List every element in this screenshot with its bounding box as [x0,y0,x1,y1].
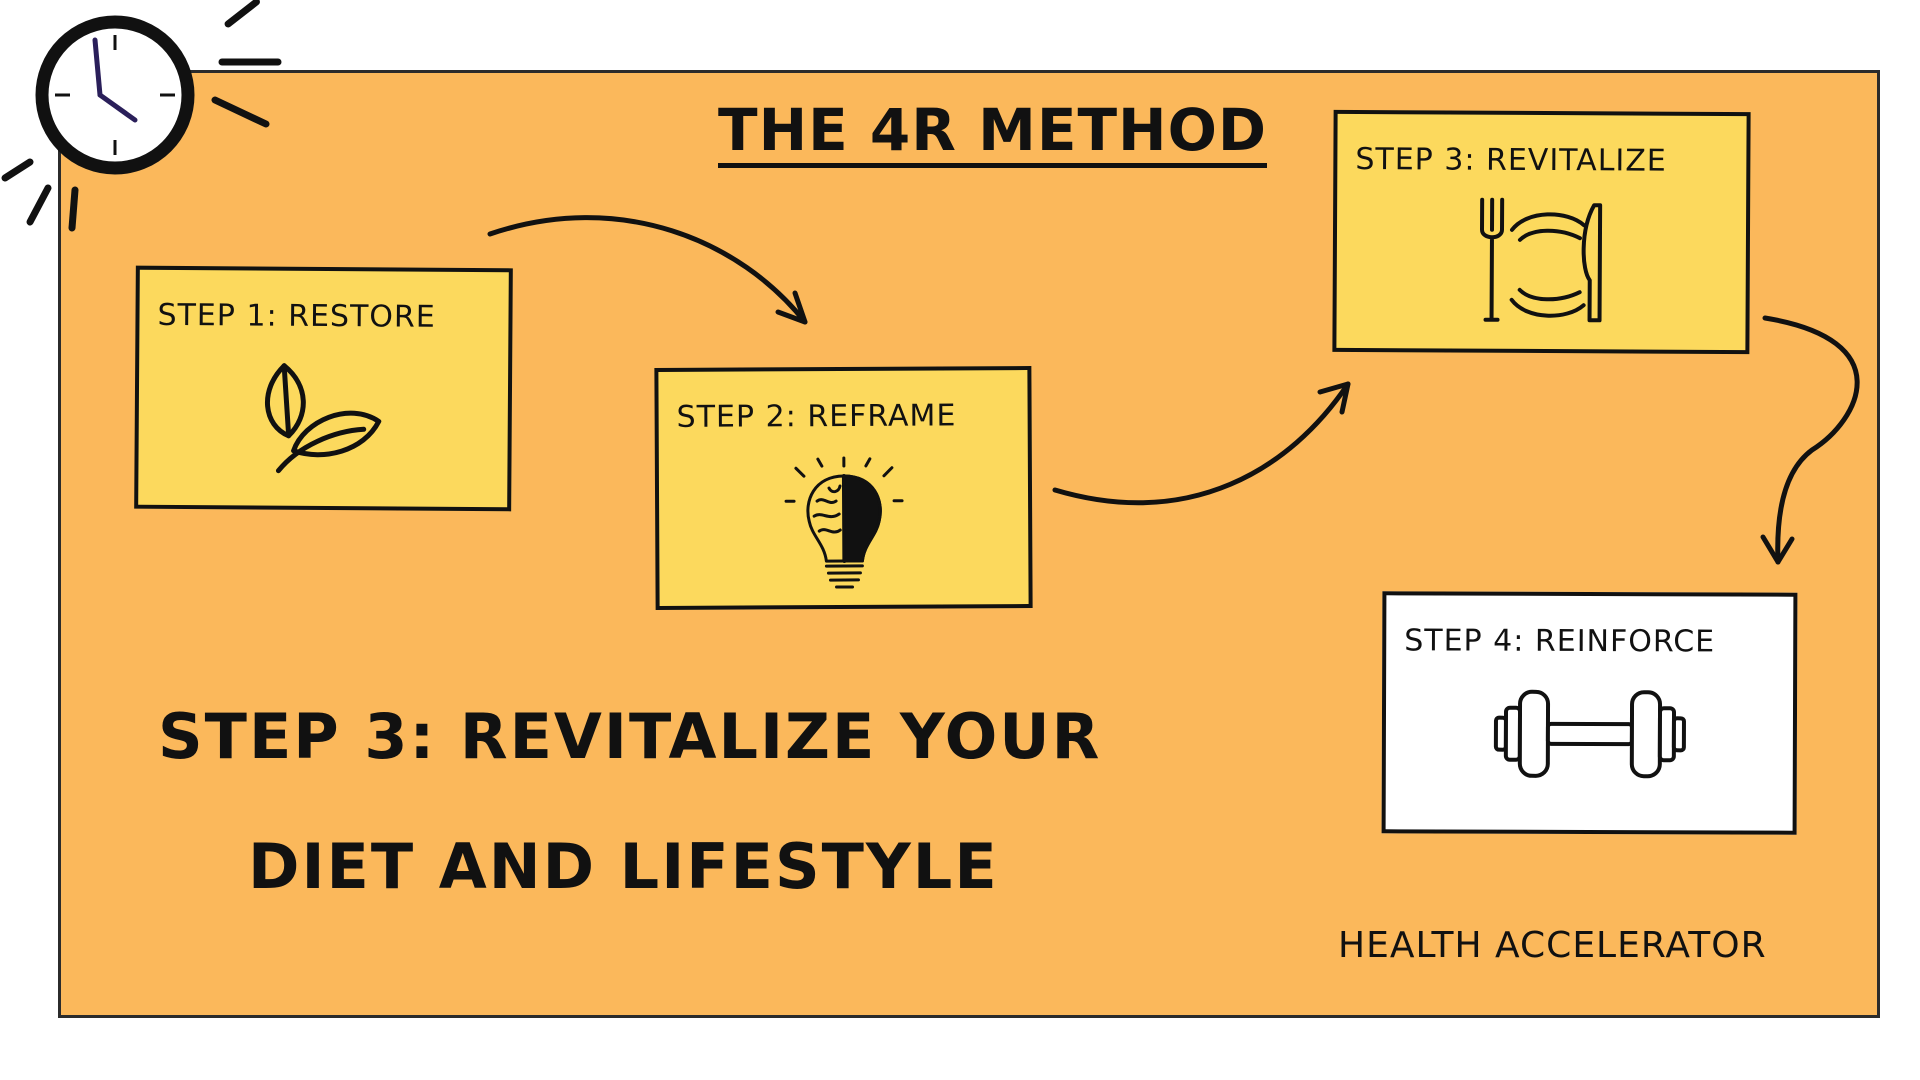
brain-lightbulb-icon [784,456,904,589]
plate-fork-knife-icon [1479,197,1602,323]
step-card-reframe: STEP 2: REFRAME [654,366,1033,610]
step-card-title: STEP 3: REVITALIZE [1355,142,1667,179]
curved-arrow-icon [1760,315,1860,565]
step-card-revitalize: STEP 3: REVITALIZE [1332,109,1751,355]
step-card-title: STEP 4: REINFORCE [1404,623,1716,660]
clock-icon [1,0,282,232]
step-card-title: STEP 1: RESTORE [157,297,436,335]
brand-label: HEALTH ACCELERATOR [1338,925,1767,966]
headline-line-1: STEP 3: REVITALIZE YOUR [158,700,1102,773]
dumbbell-icon [1493,689,1686,779]
page-title: THE 4R METHOD [718,100,1268,168]
curved-arrow-icon [1052,381,1351,506]
step-card-restore: STEP 1: RESTORE [134,265,513,512]
headline-line-2: DIET AND LIFESTYLE [248,830,999,903]
step-card-reinforce: STEP 4: REINFORCE [1381,591,1798,835]
curved-arrow-icon [487,215,808,325]
step-card-title: STEP 2: REFRAME [676,398,957,435]
leaves-icon [264,363,381,474]
